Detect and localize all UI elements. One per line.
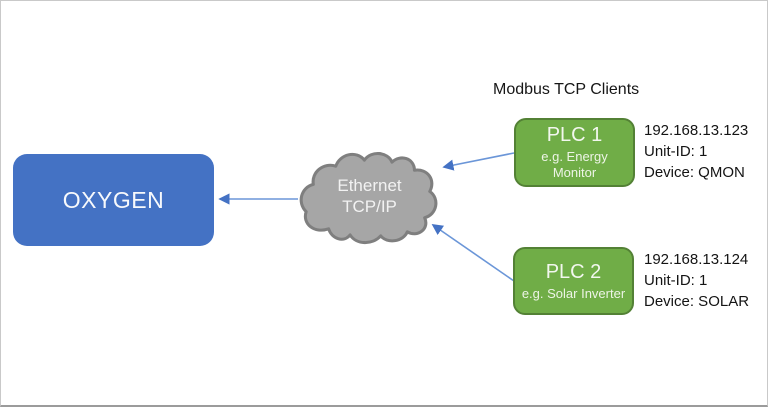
plc1-unit-id: Unit-ID: 1: [644, 143, 708, 160]
plc2-unit-id: Unit-ID: 1: [644, 272, 708, 289]
arrow-plc1-to-cloud: [442, 152, 515, 171]
plc1-device: Device: QMON: [644, 164, 745, 181]
cloud-shape: [299, 152, 438, 245]
oxygen-node: OXYGEN: [13, 154, 214, 246]
cloud-icon: [299, 152, 438, 245]
plc2-ip: 192.168.13.124: [644, 251, 749, 268]
plc2-node: PLC 2 e.g. Solar Inverter: [513, 247, 634, 315]
plc2-description: e.g. Solar Inverter: [521, 285, 626, 301]
plc2-info: 192.168.13.124 Unit-ID: 1 Device: SOLAR: [644, 249, 749, 312]
plc1-info: 192.168.13.123 Unit-ID: 1 Device: QMON: [644, 120, 748, 183]
arrow-plc2-to-cloud: [431, 224, 515, 282]
plc1-title: PLC 1: [546, 124, 603, 146]
plc1-node: PLC 1 e.g. Energy Monitor: [514, 118, 635, 187]
cloud-label: Ethernet TCP/IP: [298, 175, 441, 217]
plc2-title: PLC 2: [545, 260, 602, 283]
cloud-label-line1: Ethernet: [337, 176, 402, 195]
cloud-label-line2: TCP/IP: [342, 197, 397, 216]
plc1-description: e.g. Energy Monitor: [541, 149, 608, 180]
plc1-ip: 192.168.13.123: [644, 122, 749, 139]
clients-heading: Modbus TCP Clients: [493, 81, 640, 98]
oxygen-label: OXYGEN: [62, 186, 165, 213]
plc2-device: Device: SOLAR: [644, 293, 750, 310]
